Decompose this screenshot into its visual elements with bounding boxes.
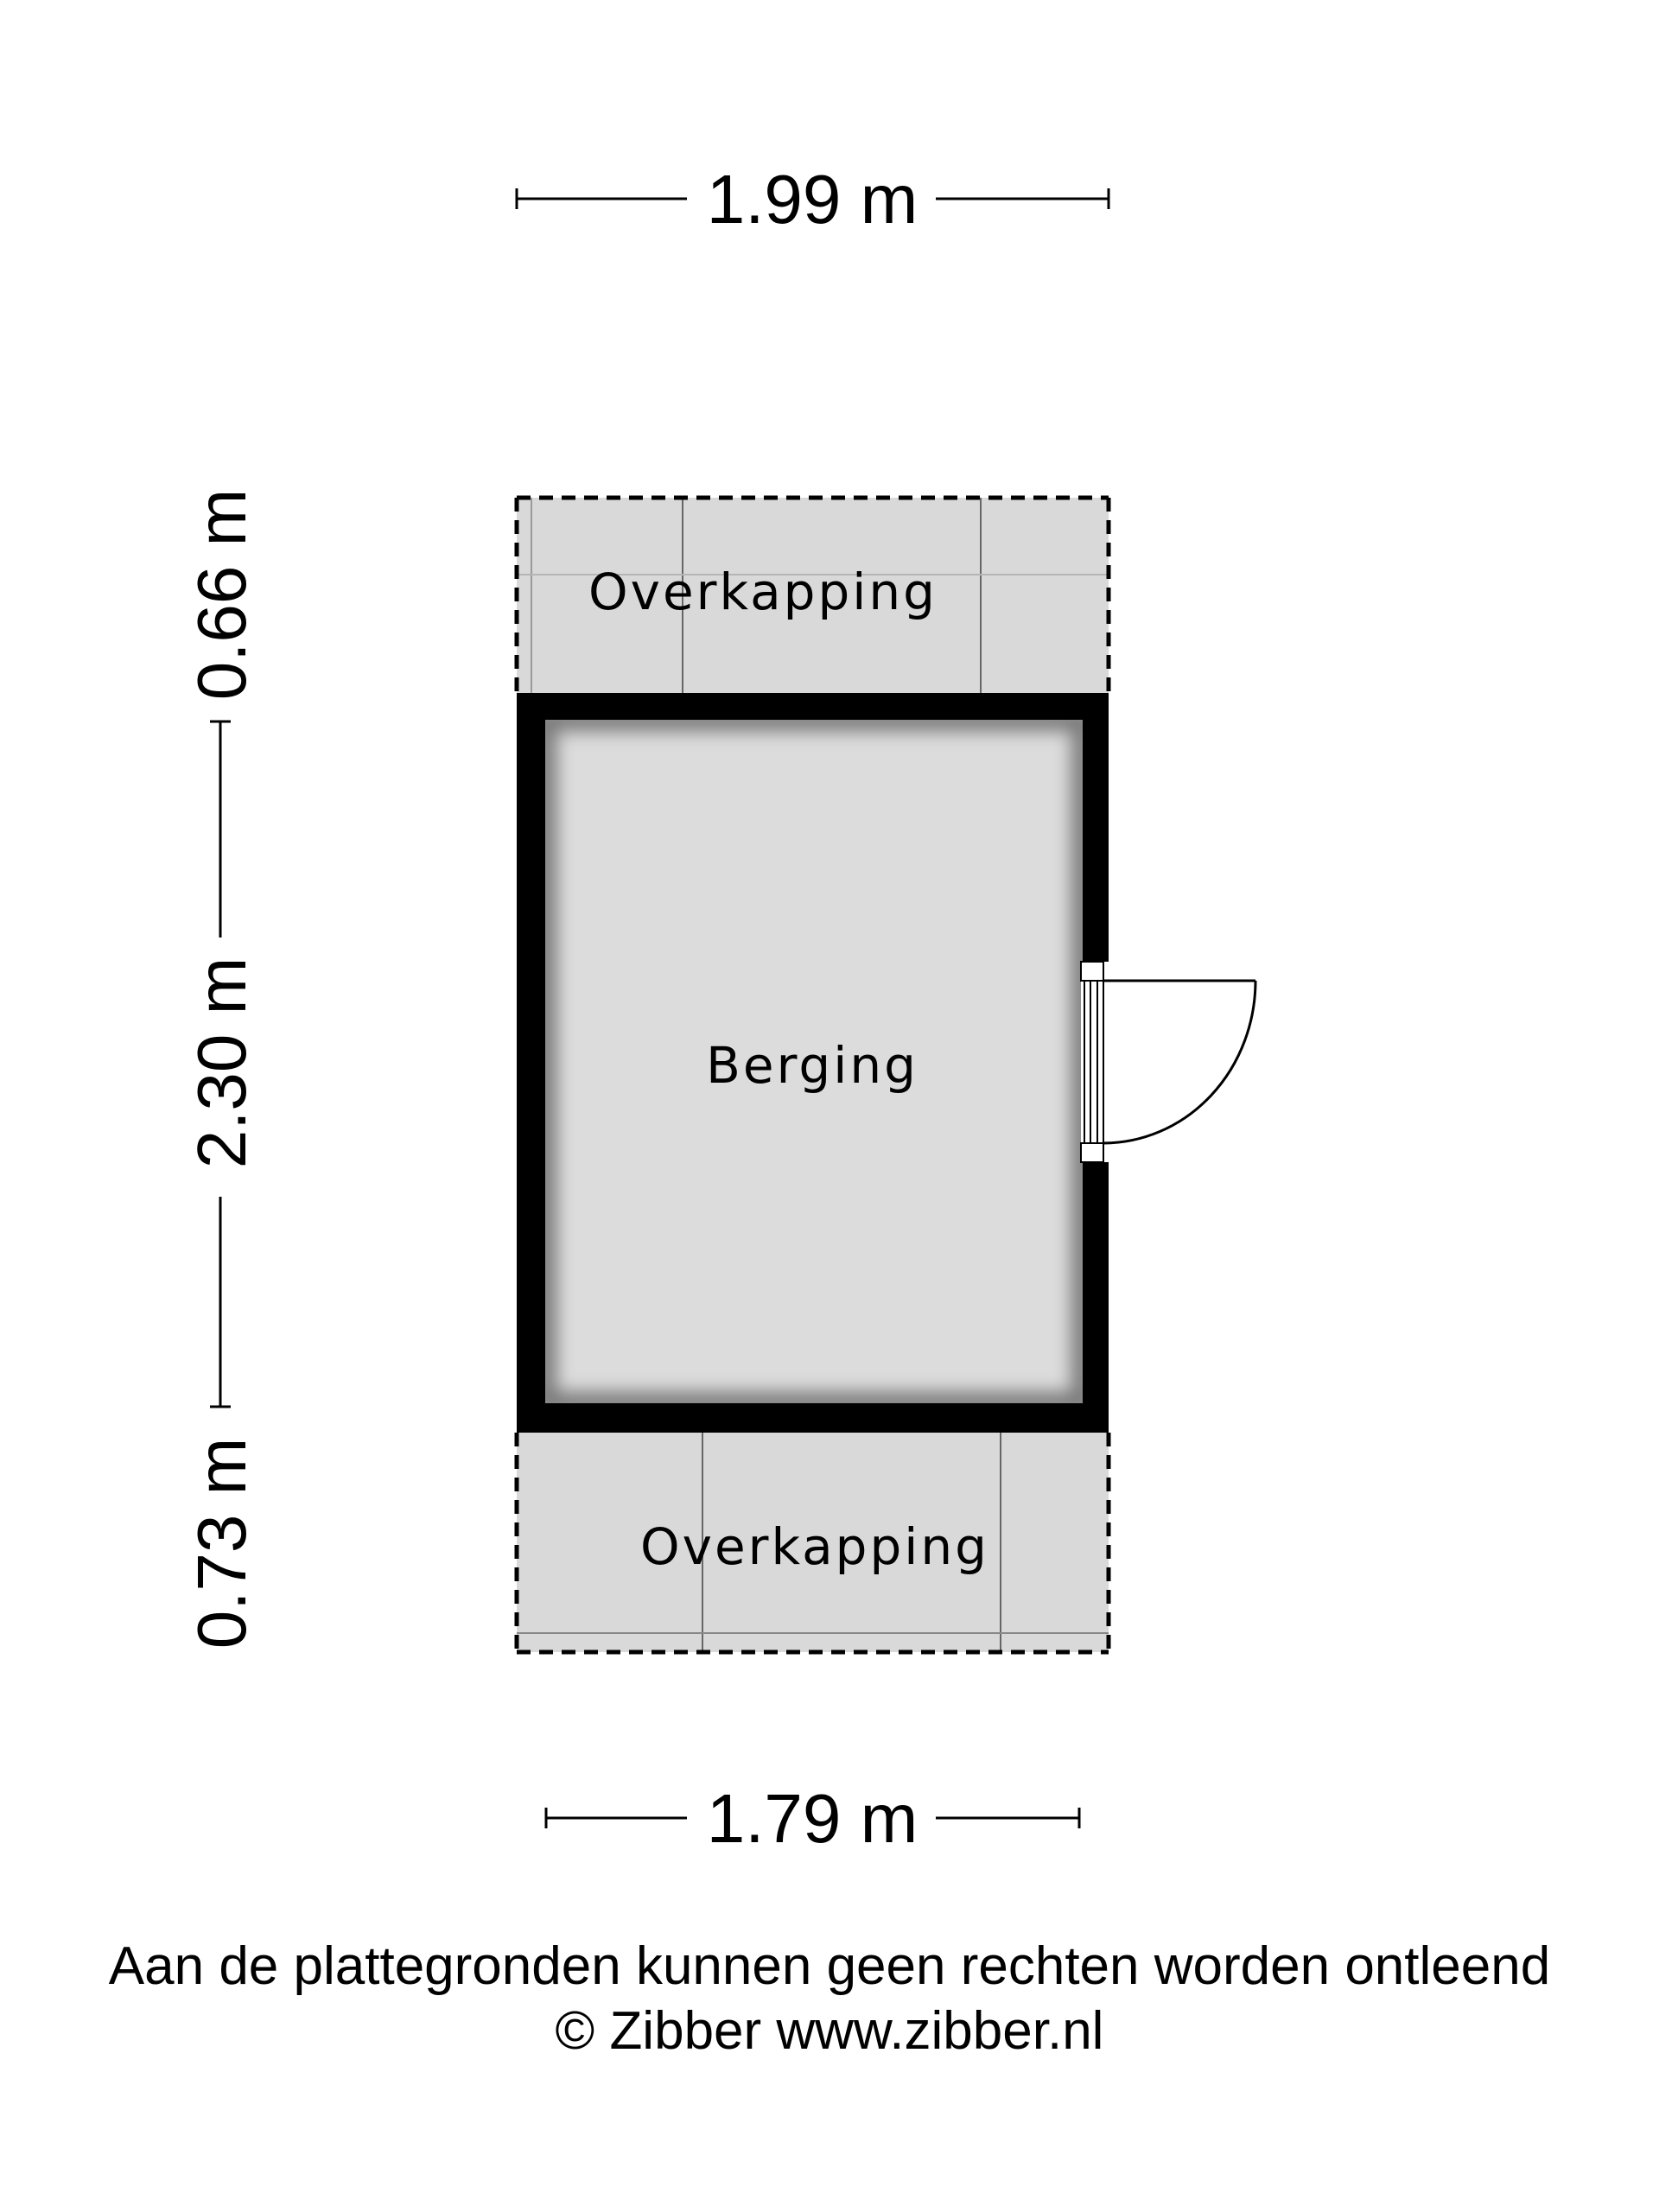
door [1080, 961, 1257, 1163]
disclaimer-text: Aan de plattegronden kunnen geen rechten… [108, 1936, 1551, 1996]
dimension-left-top-label: 0.66 m [183, 489, 260, 701]
dimension-top-width: 1.99 m [515, 161, 1110, 238]
copyright-text: © Zibber www.zibber.nl [555, 2001, 1104, 2061]
dimension-bottom-width: 1.79 m [544, 1780, 1081, 1857]
dimension-left-middle-label: 2.30 m [183, 957, 260, 1169]
dimension-left-vertical: 0.66 m 2.30 m 0.73 m [183, 489, 260, 1649]
bottom-canopy-label: Overkapping [640, 1517, 989, 1576]
bottom-canopy-area: Overkapping [514, 1433, 1111, 1655]
storage-room: Berging [517, 693, 1109, 1433]
top-canopy-label: Overkapping [588, 563, 938, 621]
storage-room-label: Berging [706, 1036, 918, 1095]
top-canopy-area: Overkapping [514, 495, 1111, 693]
dimension-bottom-width-label: 1.79 m [707, 1780, 918, 1857]
dimension-top-width-label: 1.99 m [707, 161, 918, 238]
dimension-left-bottom-label: 0.73 m [183, 1438, 260, 1649]
